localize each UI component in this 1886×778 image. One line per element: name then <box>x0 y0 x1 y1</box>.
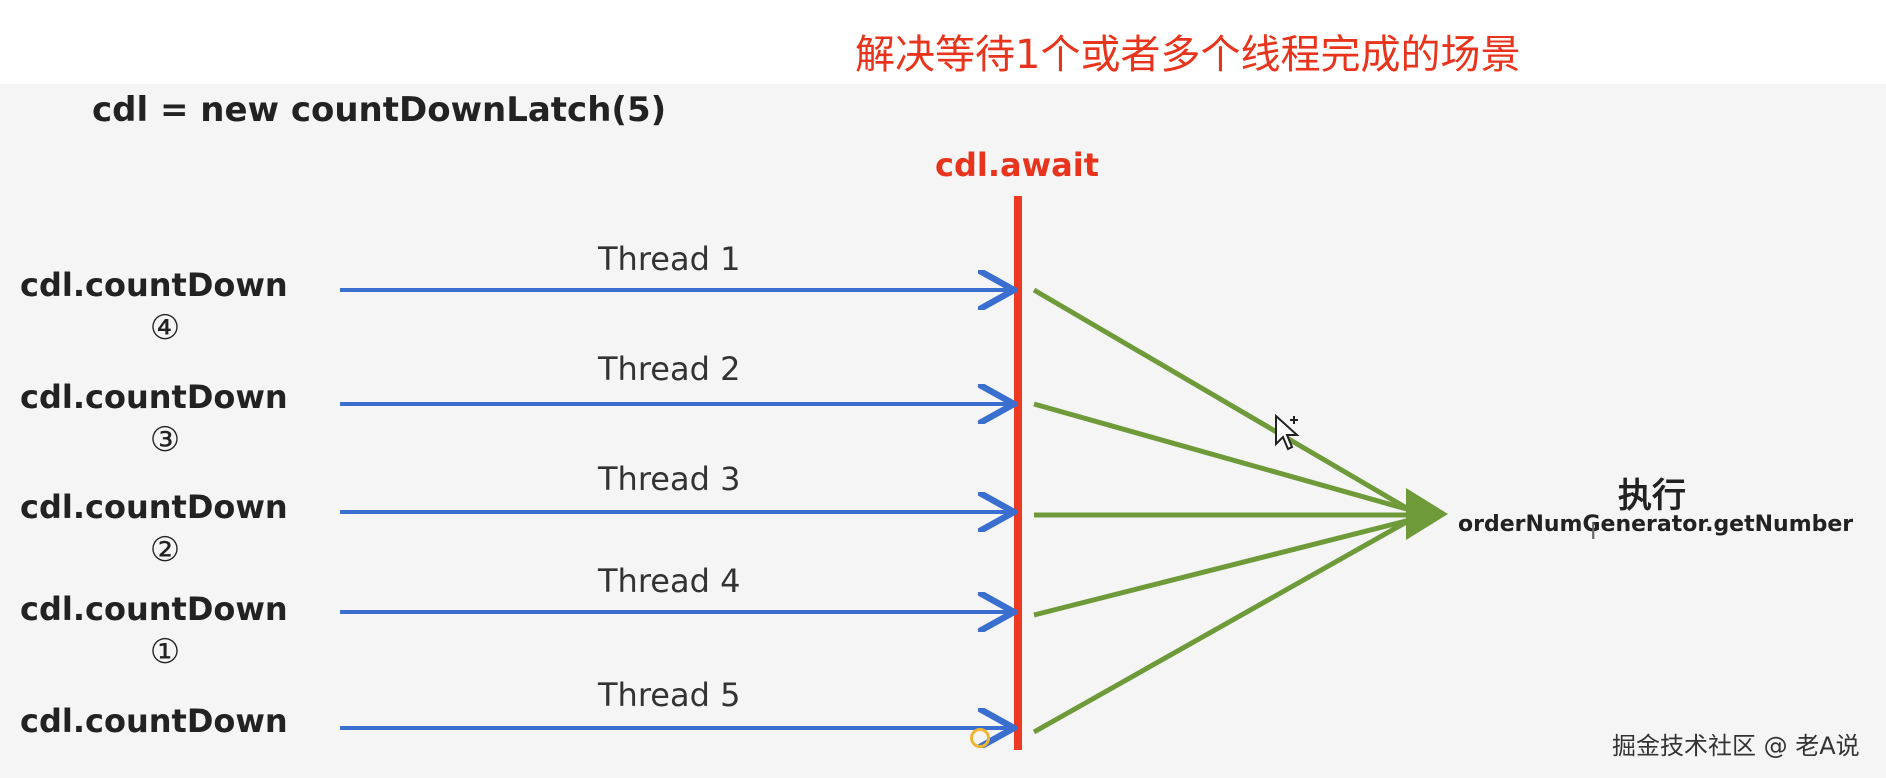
thread-label-1: Thread 1 <box>598 240 741 278</box>
diagram-title: 解决等待1个或者多个线程完成的场景 <box>855 32 1521 78</box>
countdown-order-1: ④ <box>149 308 181 348</box>
mouse-cursor-icon <box>1275 414 1300 451</box>
countdown-label-5: cdl.countDown <box>20 702 288 740</box>
countdown-label-4: cdl.countDown <box>20 590 288 628</box>
click-indicator-icon <box>970 728 990 748</box>
converge-line-4 <box>1033 517 1411 618</box>
execute-method: orderNumGenerator.getNumber <box>1458 512 1854 537</box>
text-cursor-icon: I <box>1590 520 1597 545</box>
execute-title: 执行 <box>1618 476 1686 516</box>
watermark: 掘金技术社区 @ 老A说 <box>1612 732 1860 760</box>
thread-label-3: Thread 3 <box>598 460 741 498</box>
converge-line-5 <box>1032 517 1412 735</box>
countdown-order-2: ③ <box>149 420 181 460</box>
converge-line-2 <box>1033 401 1411 513</box>
await-label: cdl.await <box>935 146 1100 184</box>
latch-init-code: cdl = new countDownLatch(5) <box>92 90 667 130</box>
countdown-label-1: cdl.countDown <box>20 266 288 304</box>
converge-arrowhead <box>1406 488 1448 540</box>
countdown-order-3: ② <box>149 530 181 570</box>
title-band <box>0 0 1886 84</box>
countdown-label-3: cdl.countDown <box>20 488 288 526</box>
countdown-order-4: ① <box>149 632 181 672</box>
converge-line-1 <box>1032 287 1412 513</box>
await-barrier-line <box>1014 196 1022 750</box>
countdown-label-2: cdl.countDown <box>20 378 288 416</box>
thread-label-2: Thread 2 <box>598 350 741 388</box>
thread-label-4: Thread 4 <box>598 562 741 600</box>
thread-label-5: Thread 5 <box>598 676 741 714</box>
